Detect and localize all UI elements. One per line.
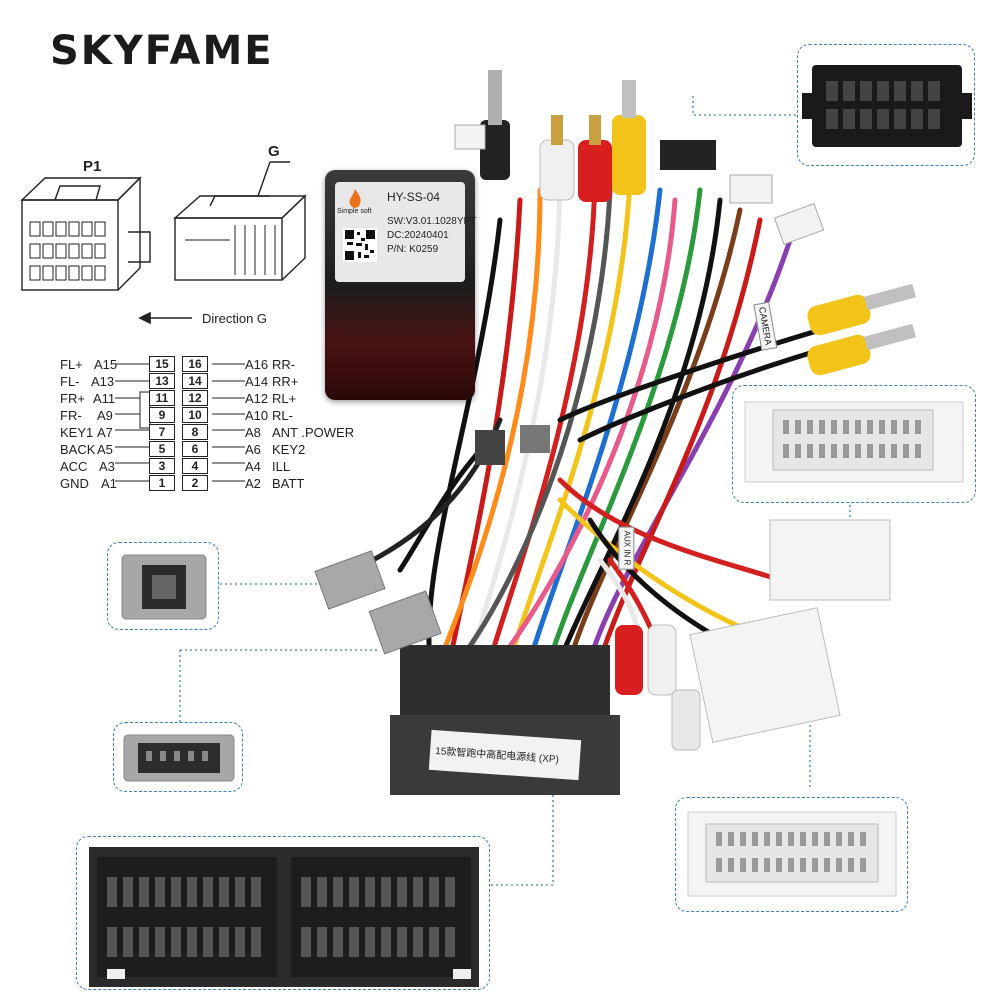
signal-name: ANT .POWER <box>272 425 355 440</box>
signal-name: FR- <box>60 408 82 423</box>
main-black-connector <box>390 645 620 795</box>
connector-g-drawing <box>173 161 307 281</box>
signal-name: GND <box>60 476 89 491</box>
pin-cell: 14 <box>182 373 208 389</box>
signal-name: RL- <box>272 408 293 423</box>
pin-id: A5 <box>97 442 113 457</box>
pin-id: A10 <box>245 408 269 423</box>
brand-logo: SKYFAME <box>50 28 274 74</box>
grey-multipin-plug-image <box>123 734 235 782</box>
pin-cell: 7 <box>149 424 175 440</box>
signal-name: KEY1 <box>60 425 94 440</box>
pin-cell: 4 <box>182 458 208 474</box>
pin-cell: 11 <box>149 390 175 406</box>
pin-id: A12 <box>245 391 269 406</box>
pin-cell: 16 <box>182 356 208 372</box>
module-pn: P/N: K0259 <box>387 244 439 255</box>
pin-cell: 12 <box>182 390 208 406</box>
aux-sticker: AUX IN R <box>618 526 635 570</box>
16pin-connector-image <box>802 65 972 147</box>
signal-name: FL- <box>60 374 80 389</box>
pin-id: A2 <box>245 476 261 491</box>
pin-cell: 1 <box>149 475 175 491</box>
pin-id: A8 <box>245 425 261 440</box>
rca-plugs-camera <box>807 283 916 376</box>
main-black-connector-image <box>89 847 479 987</box>
pin-id: A16 <box>245 357 269 372</box>
pin-id: A4 <box>245 459 261 474</box>
pin-cell: 5 <box>149 441 175 457</box>
pin-cell: 9 <box>149 407 175 423</box>
pin-cell: 2 <box>182 475 208 491</box>
signal-name: FR+ <box>60 391 85 406</box>
pin-cell: 6 <box>182 441 208 457</box>
connector-p1-drawing <box>20 176 151 291</box>
module-dc: DC:20240401 <box>387 230 449 241</box>
pin-cell: 15 <box>149 356 175 372</box>
connector-g-label: G <box>268 143 280 160</box>
signal-name: ILL <box>272 459 291 474</box>
wire-harness-illustration <box>327 167 823 693</box>
rca-plugs-top <box>454 70 825 245</box>
signal-name: BACK <box>60 442 96 457</box>
pin-cell: 13 <box>149 373 175 389</box>
connector-p1-label: P1 <box>83 158 102 175</box>
signal-name: BATT <box>272 476 305 491</box>
module-maker: Simple soft <box>337 208 372 215</box>
signal-name: FL+ <box>60 357 83 372</box>
module-sw: SW:V3.01.1028YPT <box>387 216 477 227</box>
grey-plug-image <box>121 554 207 620</box>
inset-white-connector-upper <box>732 385 976 503</box>
pin-id: A1 <box>101 476 117 491</box>
pin-id: A7 <box>97 425 113 440</box>
pin-id: A3 <box>99 459 115 474</box>
white-connector-lower-image <box>687 811 897 897</box>
direction-arrow-icon <box>138 311 192 325</box>
inset-white-connector-lower <box>675 797 908 912</box>
module-model: HY-SS-04 <box>387 190 440 204</box>
pin-table-brackets <box>115 363 245 482</box>
inset-16pin-connector <box>797 44 975 166</box>
pin-id: A11 <box>93 391 116 406</box>
grey-connectors <box>314 425 550 655</box>
rca-plugs-bottom <box>615 624 701 751</box>
signal-name: KEY2 <box>272 442 306 457</box>
inset-grey-multipin-plug <box>113 722 243 792</box>
pin-id: A9 <box>97 408 113 423</box>
signal-name: ACC <box>60 459 88 474</box>
pin-id: A15 <box>94 357 118 372</box>
signal-name: RL+ <box>272 391 297 406</box>
decoder-module: Simple soft HY-SS-04 SW:V3.01.1028YPT DC… <box>325 170 477 400</box>
pin-cell: 3 <box>149 458 175 474</box>
direction-label: Direction G <box>202 311 268 326</box>
signal-name: RR+ <box>272 374 299 389</box>
pin-cell: 10 <box>182 407 208 423</box>
white-car-connectors <box>689 519 891 743</box>
signal-name: RR- <box>272 357 296 372</box>
white-connector-upper-image <box>744 401 964 483</box>
flame-logo-icon <box>349 189 361 208</box>
qr-code-icon <box>343 228 377 262</box>
inset-grey-plug <box>107 542 219 630</box>
pin-id: A13 <box>91 374 115 389</box>
pin-id: A14 <box>245 374 269 389</box>
pin-id: A6 <box>245 442 261 457</box>
inset-main-black-connector <box>76 836 490 990</box>
pin-cell: 8 <box>182 424 208 440</box>
